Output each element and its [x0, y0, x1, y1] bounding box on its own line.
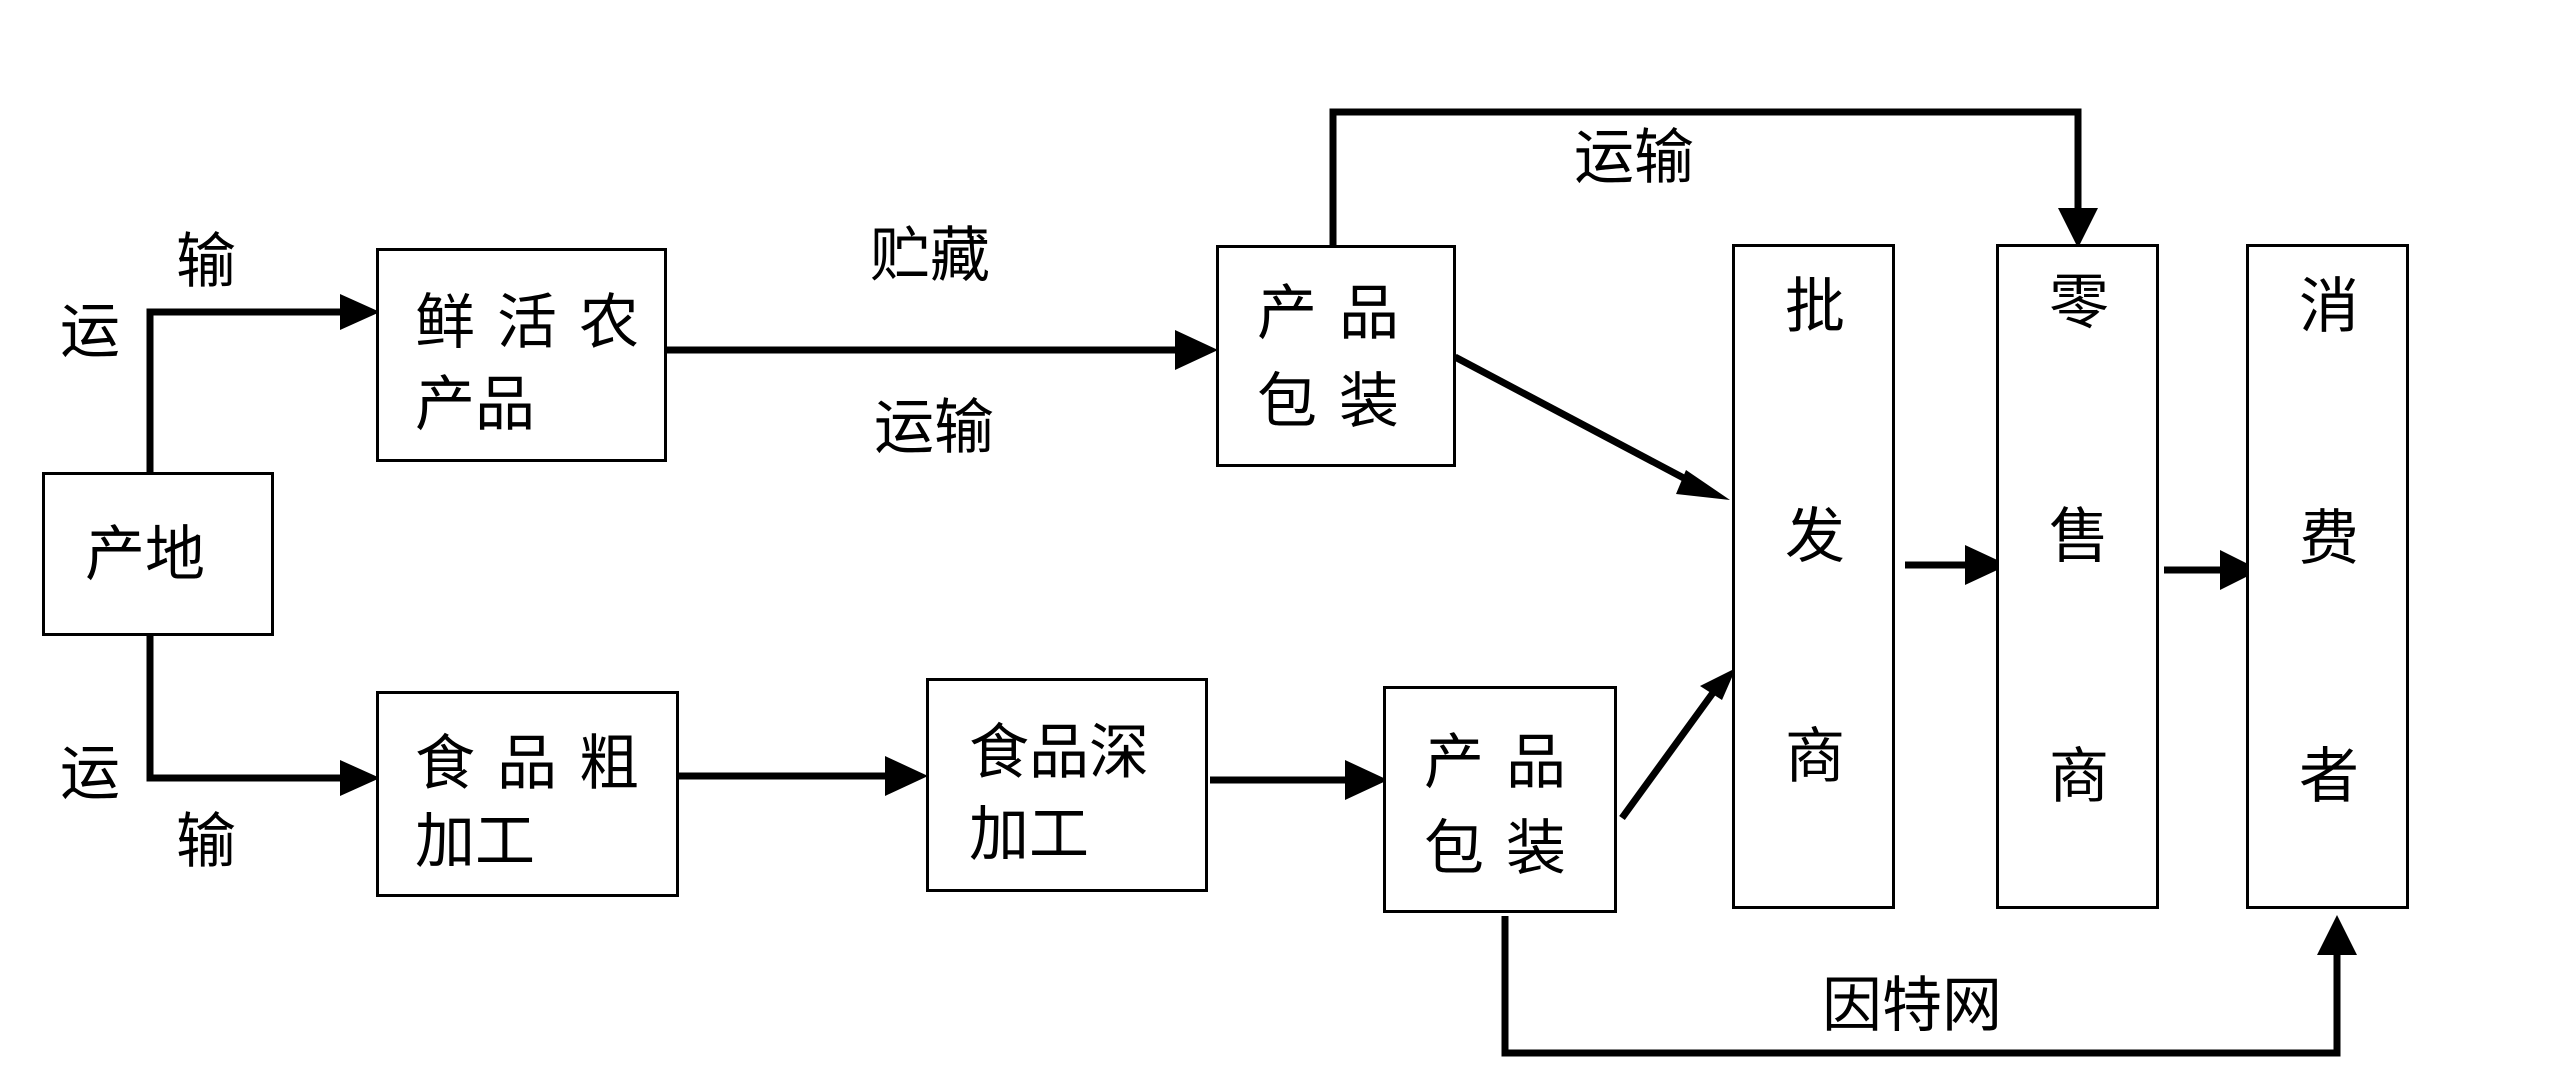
edge-origin-fresh	[146, 308, 340, 472]
label-bottom-left-yun: 运	[60, 739, 120, 809]
label-transport-mid: 运输	[874, 393, 994, 463]
node-consumer-c3: 者	[2299, 742, 2359, 812]
label-transport-top: 运输	[1574, 123, 1694, 193]
node-fresh-produce: 鲜活农 产品	[376, 248, 667, 462]
label-storage: 贮藏	[870, 221, 990, 291]
node-retail-c3: 商	[2049, 742, 2109, 812]
label-top-left-yun: 运	[60, 297, 120, 367]
edge-pack1-retail-transport	[1329, 108, 2082, 247]
node-fresh-line2: 产品	[415, 370, 535, 440]
node-retail-c2: 售	[2049, 502, 2109, 572]
node-consumer-c2: 费	[2299, 504, 2359, 574]
label-bottom-left-shu: 输	[176, 807, 236, 877]
node-origin-label: 产地	[85, 520, 205, 590]
node-wholesale-c1: 批	[1785, 272, 1845, 342]
edge-origin-rough	[146, 636, 340, 782]
arrowhead	[1700, 668, 1736, 700]
node-fresh-line1: 鲜活农	[415, 288, 661, 358]
arrowhead	[1175, 330, 1218, 370]
edge-pack1-wholesale	[1453, 353, 1697, 488]
node-wholesaler: 批 发 商	[1732, 244, 1895, 909]
node-retail-c1: 零	[2049, 268, 2109, 338]
node-pack1-line2: 包装	[1257, 367, 1421, 437]
arrowhead	[1965, 545, 2008, 585]
node-rough-processing: 食品粗 加工	[376, 691, 679, 897]
arrowhead	[2220, 550, 2260, 590]
node-wholesale-c3: 商	[1785, 722, 1845, 792]
node-deep-line1: 食品深	[969, 718, 1149, 788]
arrowhead	[2317, 915, 2357, 955]
label-top-left-shu: 输	[176, 227, 236, 297]
arrowhead	[340, 294, 380, 330]
node-deep-processing: 食品深 加工	[926, 678, 1208, 892]
node-pack2-line1: 产品	[1424, 728, 1588, 798]
node-pack1-line1: 产品	[1257, 279, 1421, 349]
arrowhead	[1345, 760, 1388, 800]
arrowhead	[1676, 470, 1730, 500]
label-internet: 因特网	[1822, 971, 2002, 1041]
node-retailer: 零 售 商	[1996, 244, 2159, 909]
arrowhead	[885, 756, 928, 796]
node-consumer: 消 费 者	[2246, 244, 2409, 909]
node-pack2-line2: 包装	[1424, 814, 1588, 884]
arrowhead	[2058, 208, 2098, 248]
node-packaging-top: 产品 包装	[1216, 245, 1456, 467]
edge-pack2-consumer-internet	[1501, 916, 2341, 1057]
node-rough-line1: 食品粗	[415, 729, 661, 799]
node-rough-line2: 加工	[415, 807, 535, 877]
node-wholesale-c2: 发	[1785, 502, 1845, 572]
node-deep-line2: 加工	[969, 800, 1089, 870]
node-packaging-bottom: 产品 包装	[1383, 686, 1617, 913]
arrowhead	[340, 760, 380, 796]
node-consumer-c1: 消	[2299, 272, 2359, 342]
edge-pack2-wholesale	[1619, 687, 1718, 821]
node-origin: 产地	[42, 472, 274, 636]
